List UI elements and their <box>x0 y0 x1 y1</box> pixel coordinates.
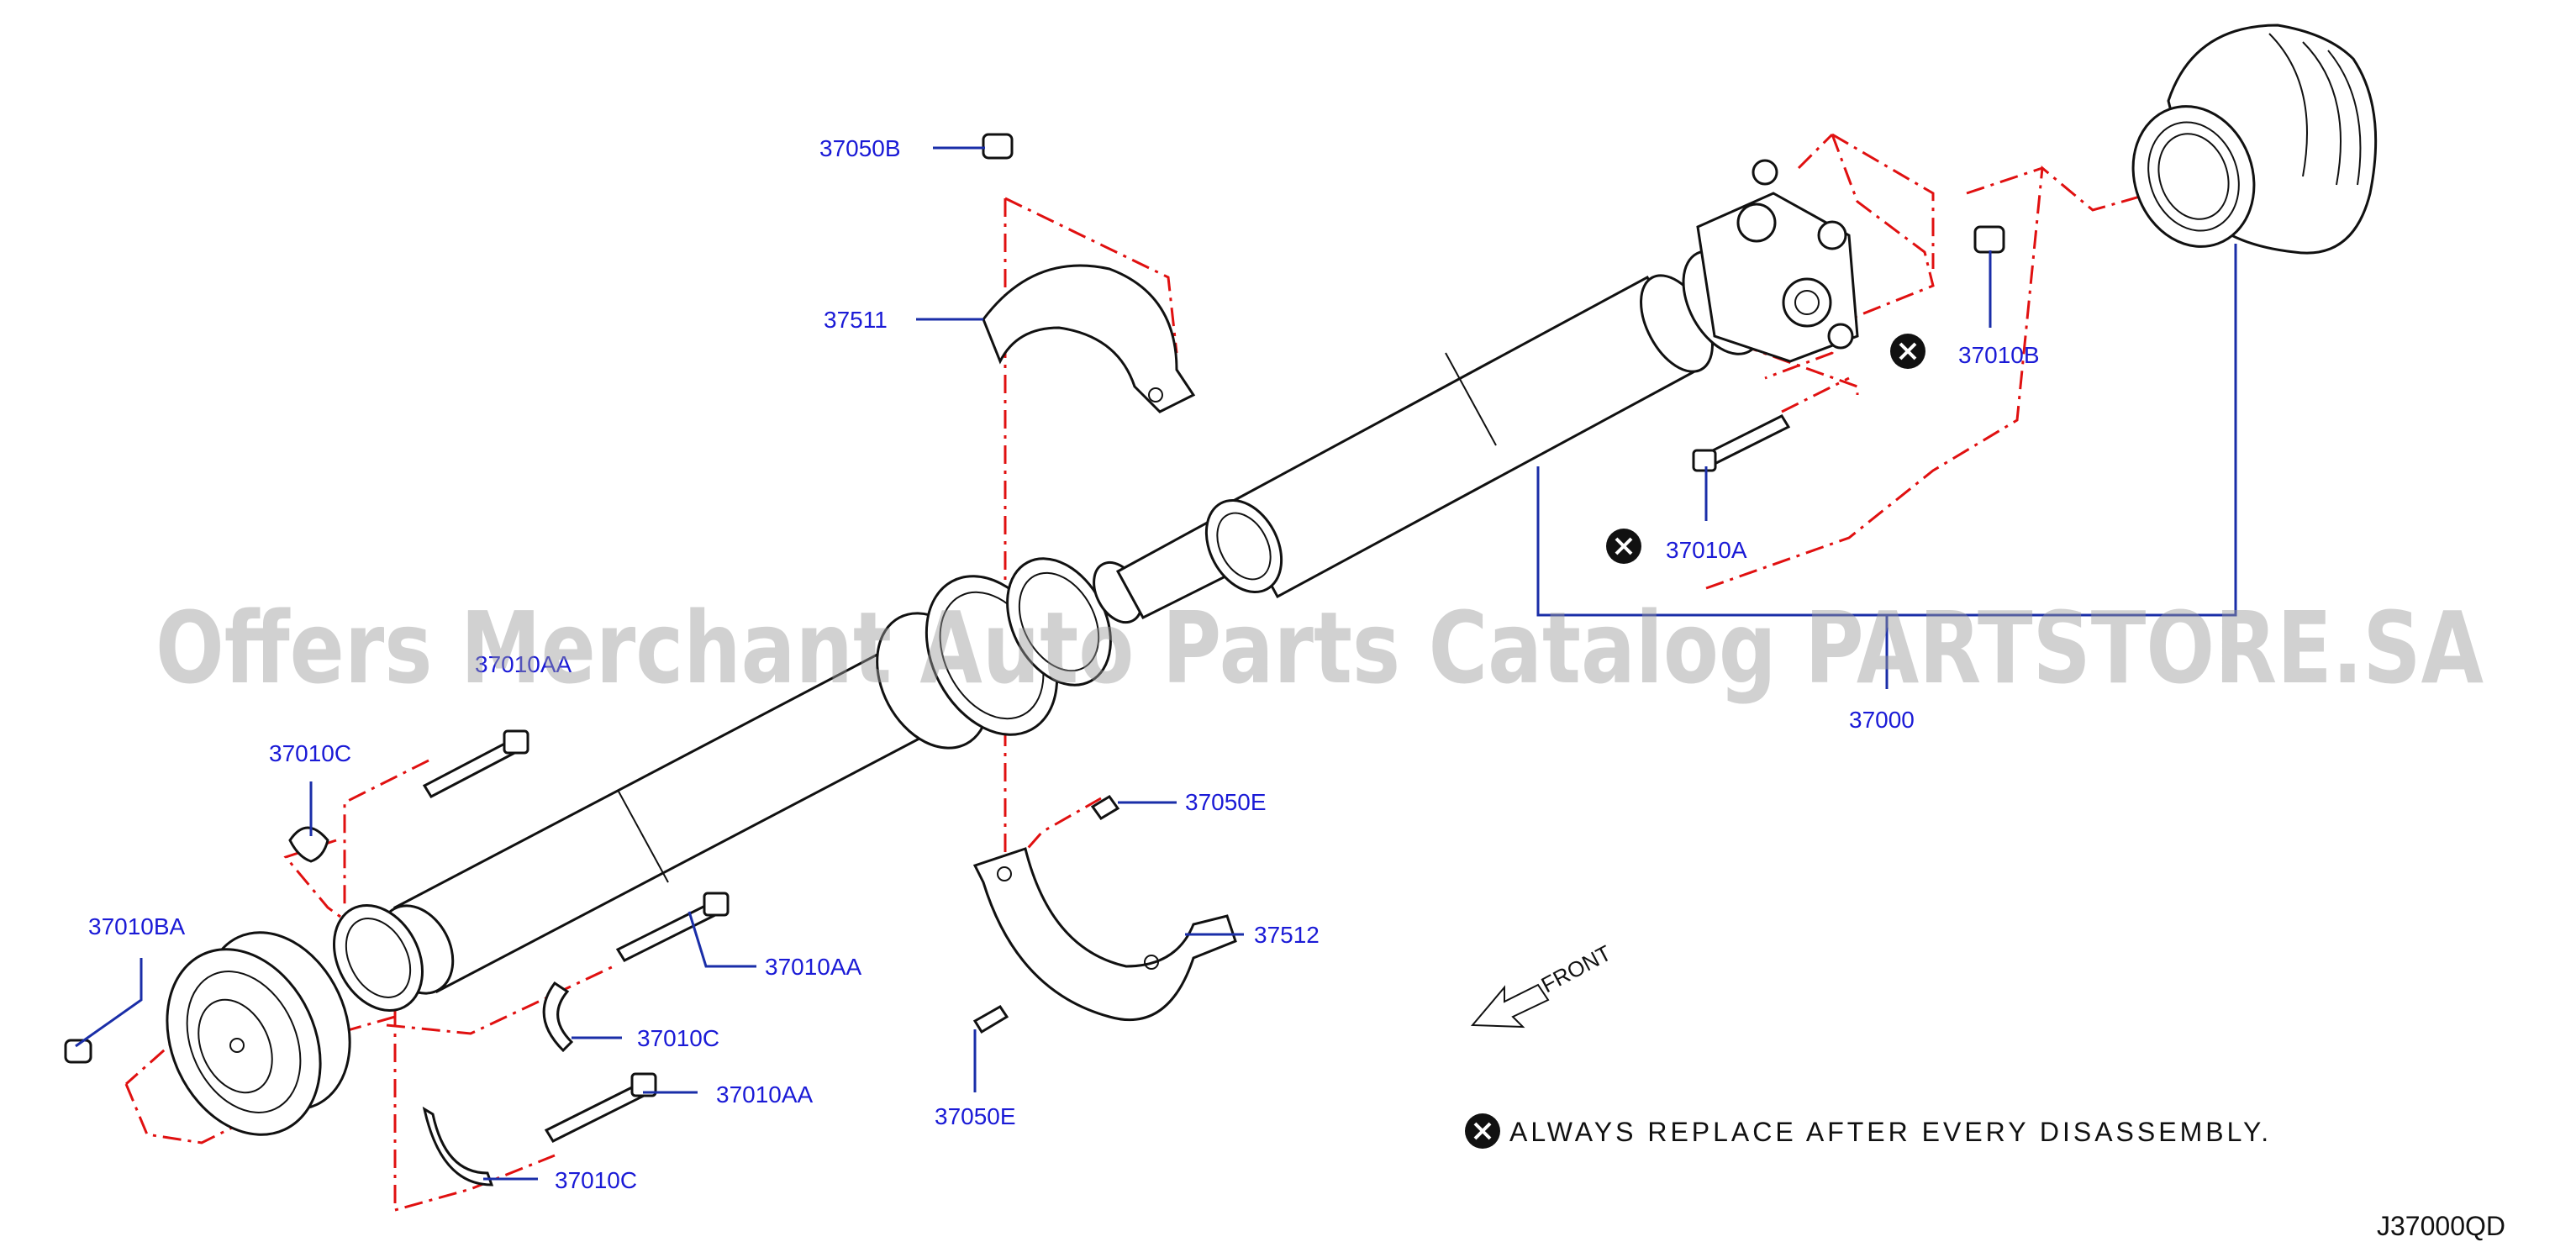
label-37050E-top: 37050E <box>1185 789 1267 815</box>
nut-37010B <box>1973 225 2005 254</box>
front-arrow-icon <box>1470 983 1550 1029</box>
clip-37010C-mid <box>542 981 574 1053</box>
label-37050B: 37050B <box>819 135 901 161</box>
label-37010A: 37010A <box>1666 537 1747 563</box>
replace-note: ALWAYS REPLACE AFTER EVERY DISASSEMBLY. <box>1509 1117 2272 1147</box>
label-37010AA-mid: 37010AA <box>765 954 862 980</box>
leader-lines <box>75 146 2237 1181</box>
bolt-37010AA-low <box>544 1082 648 1143</box>
x-circle-icon <box>1606 529 1641 564</box>
part-labels: 37050B 37511 37010B 37010A 37000 37010AA… <box>88 135 2040 1193</box>
nut-37050B <box>982 133 1014 160</box>
bolt-37050E-low <box>972 1005 1009 1034</box>
clip-37010C-low <box>422 1106 494 1186</box>
label-37010AA-top: 37010AA <box>475 651 572 677</box>
lower-bracket-37512 <box>972 847 1237 1022</box>
front-shaft-end-joint <box>332 904 424 1012</box>
label-37010C-low: 37010C <box>555 1167 637 1193</box>
label-37010B: 37010B <box>1958 342 2040 368</box>
rear-boot <box>2131 24 2378 255</box>
rear-shaft-tube <box>1115 274 1714 619</box>
label-37511: 37511 <box>824 307 888 333</box>
center-bearing <box>876 557 1143 750</box>
hardware <box>64 133 2005 1186</box>
bolt-37050E-top <box>1090 795 1120 820</box>
drawing-code: J37000QD <box>2377 1211 2505 1241</box>
label-37050E-low: 37050E <box>935 1103 1016 1129</box>
nut-37010BA <box>64 1039 92 1064</box>
rear-universal-joint <box>1682 159 1859 363</box>
x-circle-icon <box>1890 334 1925 369</box>
label-37010AA-low: 37010AA <box>716 1081 814 1108</box>
clip-37010C-top <box>288 826 329 863</box>
label-37010C-mid: 37010C <box>637 1025 719 1051</box>
upper-bracket-37511 <box>982 264 1196 413</box>
front-label: FRONT <box>1537 940 1615 998</box>
label-37010C-top: 37010C <box>269 740 351 766</box>
bolt-37010A <box>1704 414 1791 466</box>
x-circle-icon <box>1465 1113 1500 1149</box>
label-37000: 37000 <box>1849 707 1915 733</box>
watermark: Offers Merchant Auto Parts Catalog PARTS… <box>155 590 2484 706</box>
label-37512: 37512 <box>1254 922 1320 948</box>
label-37010BA: 37010BA <box>88 913 186 939</box>
front-flex-coupling <box>166 931 351 1136</box>
